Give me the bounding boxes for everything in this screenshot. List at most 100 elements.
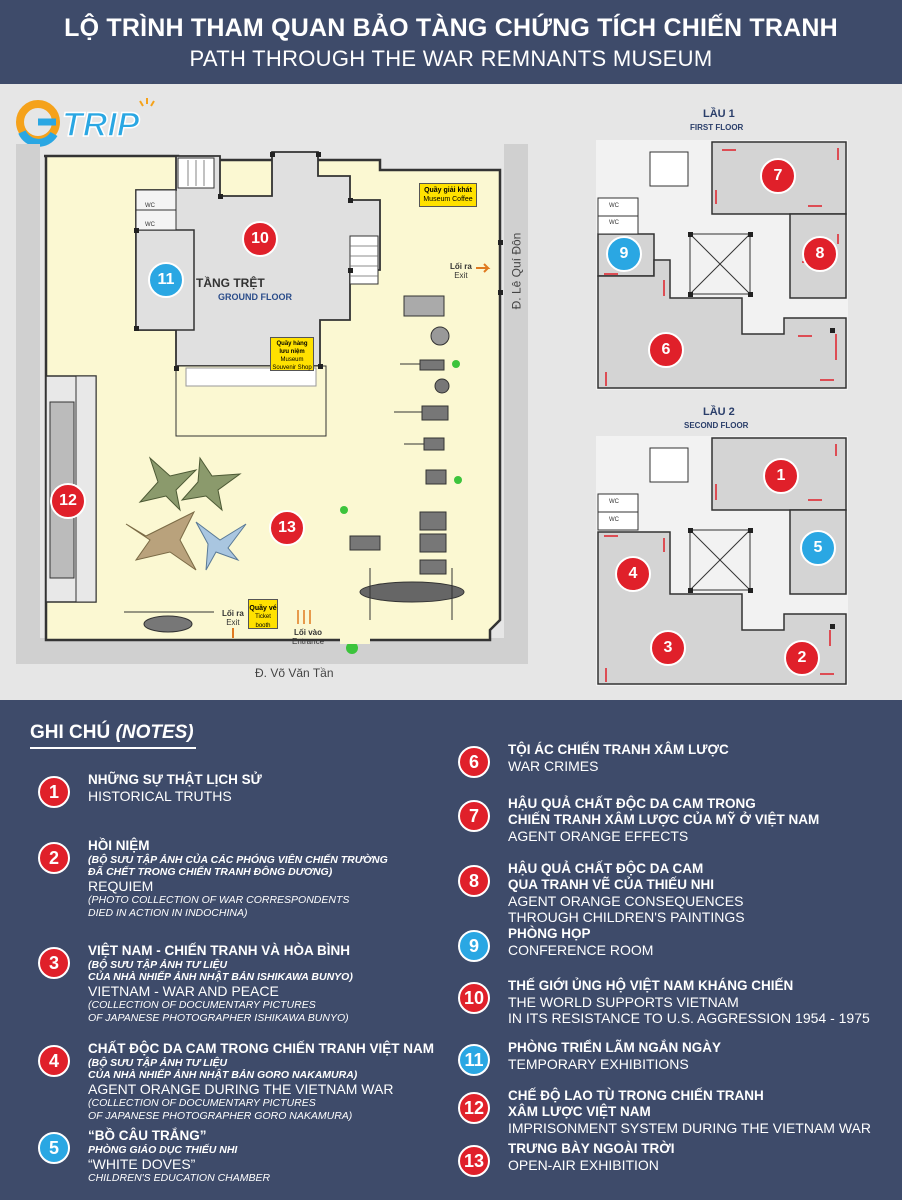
note-title-en: CONFERENCE ROOM [508,942,654,958]
note-title-vn: HỒI NIỆM [88,838,150,853]
map-badge-12: 12 [50,483,86,519]
souvenir-en: Museum Souvenir Shop [272,357,312,371]
note-badge-6: 6 [458,746,490,778]
note-badge-12: 12 [458,1092,490,1124]
note-badge-10: 10 [458,982,490,1014]
note-subtitle-vn: (BỘ SƯU TẬP ẢNH CỦA CÁC PHÓNG VIÊN CHIẾN… [88,854,388,878]
note-title-en: HISTORICAL TRUTHS [88,788,232,804]
map-badge-4: 4 [615,556,651,592]
map-badge-9: 9 [606,236,642,272]
note-title-en: TEMPORARY EXHIBITIONS [508,1056,689,1072]
note-text-4: CHẤT ĐỘC DA CAM TRONG CHIẾN TRANH VIỆT N… [88,1041,434,1123]
wc-ground-1: WC [145,203,155,209]
first-floor-label-en: FIRST FLOOR [690,123,744,132]
second-floor-label-vn: LẦU 2 [703,406,735,418]
entrance: Lối vào Entrance [292,628,324,646]
note-subtitle-en: CHILDREN'S EDUCATION CHAMBER [88,1172,271,1184]
wc-first-1: WC [609,203,619,209]
header: LỘ TRÌNH THAM QUAN BẢO TÀNG CHỨNG TÍCH C… [0,0,902,84]
note-badge-5: 5 [38,1132,70,1164]
map-badge-3: 3 [650,630,686,666]
notes-title-en: (NOTES) [115,722,194,743]
note-subtitle-vn: PHÒNG GIÁO DỤC THIẾU NHI [88,1144,238,1156]
note-title-vn: PHÒNG HỌP [508,926,591,941]
note-title-vn: TRƯNG BÀY NGOÀI TRỜI [508,1141,675,1156]
coffee-sign: Quầy giải khát Museum Coffee [419,183,477,207]
ticket-booth-sign: Quầy vé Ticket booth [248,599,278,629]
note-title-vn: TỘI ÁC CHIẾN TRANH XÂM LƯỢC [508,742,729,757]
entrance-vn: Lối vào [294,628,323,637]
note-badge-2: 2 [38,842,70,874]
map-badge-11: 11 [148,262,184,298]
note-title-en: OPEN-AIR EXHIBITION [508,1157,659,1173]
notes-title: GHI CHÚ (NOTES) [30,722,194,744]
note-badge-13: 13 [458,1145,490,1177]
notes-title-vn: GHI CHÚ [30,722,111,743]
souvenir-vn: Quầy hàng lưu niệm [276,341,308,355]
ground-floor-label-vn: TẦNG TRỆT [196,276,265,290]
entrance-en: Entrance [292,637,325,646]
title-en: PATH THROUGH THE WAR REMNANTS MUSEUM [189,46,713,71]
note-badge-3: 3 [38,947,70,979]
exit-bottom: Lối ra Exit [222,609,244,627]
map-badge-1: 1 [763,458,799,494]
wc-ground-2: WC [145,222,155,228]
note-title-vn: “BỒ CÂU TRẮNG” [88,1128,207,1143]
note-title-en: WAR CRIMES [508,758,599,774]
note-badge-8: 8 [458,865,490,897]
map-badge-7: 7 [760,158,796,194]
note-badge-4: 4 [38,1045,70,1077]
note-title-en: “WHITE DOVES” [88,1156,196,1172]
souvenir-sign: Quầy hàng lưu niệm Museum Souvenir Shop [270,337,314,371]
title-vn: LỘ TRÌNH THAM QUAN BẢO TÀNG CHỨNG TÍCH C… [64,14,838,42]
wc-second-1: WC [609,499,619,505]
note-title-vn: THẾ GIỚI ỦNG HỘ VIỆT NAM KHÁNG CHIẾN [508,978,794,993]
note-title-en: VIETNAM - WAR AND PEACE [88,983,279,999]
second-floor-label-en: SECOND FLOOR [684,421,749,430]
note-badge-11: 11 [458,1044,490,1076]
ticket-vn: Quầy vé [249,605,277,612]
note-text-5: “BỒ CÂU TRẮNG”PHÒNG GIÁO DỤC THIẾU NHI“W… [88,1128,270,1185]
note-title-vn: VIỆT NAM - CHIẾN TRANH VÀ HÒA BÌNH [88,943,350,958]
map-badge-8: 8 [802,236,838,272]
note-title-en: IMPRISONMENT SYSTEM DURING THE VIETNAM W… [508,1120,871,1136]
ticket-en: Ticket booth [255,614,271,629]
ground-floor-label-en: GROUND FLOOR [218,292,292,302]
exit-side-en: Exit [454,271,468,280]
note-title-vn: CHẤT ĐỘC DA CAM TRONG CHIẾN TRANH VIỆT N… [88,1041,434,1056]
exit-side: Lối ra Exit [450,262,472,280]
note-badge-7: 7 [458,800,490,832]
note-badge-9: 9 [458,930,490,962]
coffee-vn: Quầy giải khát [424,187,472,194]
exit-side-vn: Lối ra [450,262,472,271]
map-badge-5: 5 [800,530,836,566]
note-title-en: AGENT ORANGE DURING THE VIETNAM WAR [88,1081,394,1097]
note-title-en: REQUIEM [88,878,154,894]
map-badge-13: 13 [269,510,305,546]
note-text-2: HỒI NIỆM(BỘ SƯU TẬP ẢNH CỦA CÁC PHÓNG VI… [88,838,388,920]
note-title-en: AGENT ORANGE EFFECTS [508,828,689,844]
exit-bottom-en: Exit [226,618,240,627]
map-badge-2: 2 [784,640,820,676]
note-title-vn: NHỮNG SỰ THẬT LỊCH SỬ [88,772,262,787]
street-vo-van-tan: Đ. Võ Văn Tần [255,666,334,680]
logo-trip-text: TRIP [62,106,140,144]
wc-second-2: WC [609,517,619,523]
coffee-en: Museum Coffee [423,196,473,203]
